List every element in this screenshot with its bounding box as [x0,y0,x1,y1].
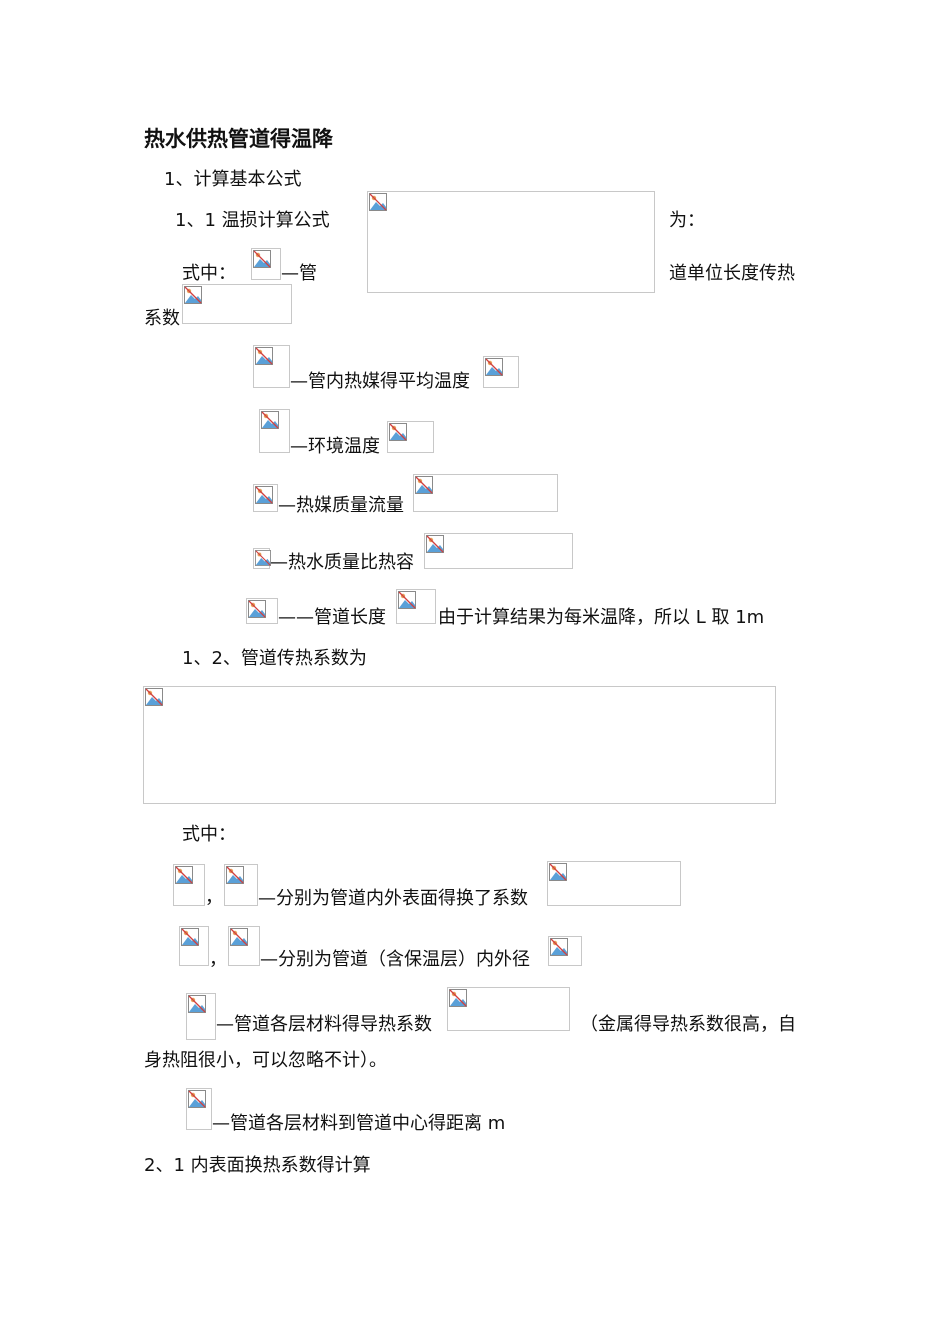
broken-image-icon [230,928,248,946]
text-comma: ， [209,949,227,970]
broken-image-icon [253,250,271,268]
unit-image [548,936,582,966]
text-huanre-xishu: —分别为管道内外表面得换了系数 [258,888,528,909]
unit-image [483,356,519,388]
broken-image-icon [255,550,271,566]
symbol-image [251,248,281,280]
text-daore-xishu: —管道各层材料得导热系数 [216,1014,432,1035]
text-wei: 为： [669,210,705,231]
broken-image-icon [226,866,244,884]
subsection-heading-1-2: 1、2、管道传热系数为 [182,648,367,669]
broken-image-icon [261,411,279,429]
symbol-image [228,926,260,966]
broken-image-icon [255,486,273,504]
text-huanjing-wendu: —环境温度 [290,436,380,457]
symbol-image [186,993,216,1040]
broken-image-icon [181,928,199,946]
formula-image [143,686,776,804]
broken-image-icon [449,989,467,1007]
broken-image-icon [426,535,444,553]
unit-image [387,421,434,453]
unit-image [396,589,436,624]
symbol-image [253,345,290,388]
symbol-image [259,409,290,453]
text-shizhong: 式中： [182,263,236,284]
broken-image-icon [184,286,202,304]
broken-image-icon [550,938,568,956]
broken-image-icon [188,995,206,1013]
text-shenre: 身热阻很小，可以忽略不计）。 [144,1050,387,1071]
symbol-image [246,598,278,624]
section-heading-1: 1、计算基本公式 [164,169,302,190]
unit-image [447,987,570,1031]
symbol-image [224,864,258,906]
formula-image [367,191,655,293]
unit-image [424,533,573,569]
symbol-image [173,864,205,906]
broken-image-icon [188,1090,206,1108]
text-guandao-changdu: ——管道长度 [278,607,386,628]
text-juli: —管道各层材料到管道中心得距离 m [212,1113,506,1134]
unit-image [413,474,558,512]
text-guan: —管 [281,263,317,284]
text-youyu: 由于计算结果为每米温降，所以 L 取 1m [438,607,765,628]
broken-image-icon [248,600,266,618]
text-jinshu: （金属得导热系数很高，自 [580,1014,796,1035]
broken-image-icon [398,591,416,609]
symbol-image [179,926,209,966]
text-neiwai-jing: —分别为管道（含保温层）内外径 [260,949,530,970]
subsection-heading-2-1: 2、1 内表面换热系数得计算 [144,1155,371,1176]
text-bire-rong: —热水质量比热容 [270,552,414,573]
symbol-image [253,548,270,569]
subsection-heading-1-1: 1、1 温损计算公式 [175,210,330,231]
text-shizhong-2: 式中： [182,824,236,845]
broken-image-icon [255,347,273,365]
unit-image [182,284,292,324]
broken-image-icon [549,863,567,881]
symbol-image [253,484,278,512]
text-comma: ， [205,887,223,908]
text-xishu: 系数 [144,308,180,329]
text-pingjun-wendu: —管内热媒得平均温度 [290,371,470,392]
broken-image-icon [485,358,503,376]
text-zhiliang-liuliang: —热媒质量流量 [278,495,404,516]
text-dao-danwei: 道单位长度传热 [669,263,795,284]
broken-image-icon [369,193,387,211]
page-title: 热水供热管道得温降 [144,127,333,151]
unit-image [547,861,681,906]
broken-image-icon [415,476,433,494]
broken-image-icon [175,866,193,884]
symbol-image [186,1088,212,1130]
broken-image-icon [389,423,407,441]
broken-image-icon [145,688,163,706]
